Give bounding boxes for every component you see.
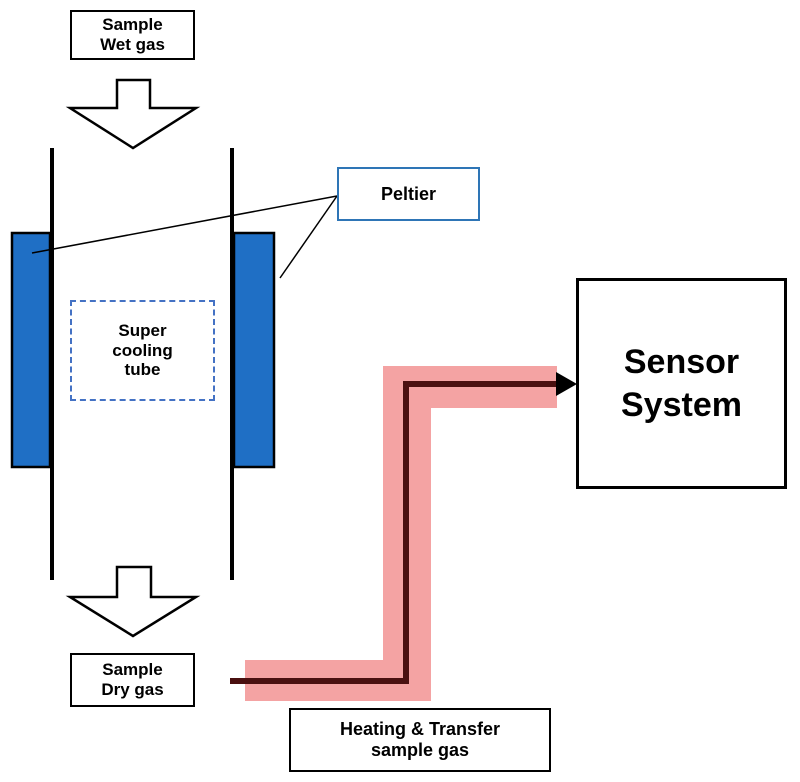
peltier-element-left	[10, 231, 52, 469]
sample-dry-gas-label: Sample Dry gas	[70, 653, 195, 707]
transfer-arrowhead-icon	[556, 372, 577, 396]
heating-label-line2: sample gas	[370, 740, 470, 760]
heating-glow	[245, 366, 557, 701]
wet-label-line1: Sample	[102, 15, 163, 35]
tube-label-line3: tube	[124, 360, 161, 380]
heating-label-line1: Heating & Transfer	[339, 719, 501, 740]
transfer-line	[230, 381, 558, 684]
dry-label-line1: Sample	[102, 660, 163, 680]
wet-label-line2: Wet gas	[100, 35, 165, 54]
dry-label-line2: Dry gas	[101, 680, 164, 699]
sample-wet-gas-label: Sample Wet gas	[70, 10, 195, 60]
tube-label-line2: cooling	[112, 340, 173, 360]
peltier-callout-line-left	[31, 195, 338, 254]
sensor-label-line2: System	[621, 385, 742, 424]
sensor-label-line1: Sensor	[623, 343, 740, 381]
inflow-arrow-icon	[65, 78, 201, 150]
super-cooling-tube-label: Super cooling tube	[70, 300, 215, 401]
peltier-element-right	[232, 231, 276, 469]
peltier-label: Peltier	[337, 167, 480, 221]
sensor-system-box: Sensor System	[576, 278, 787, 489]
peltier-callout-line-right	[279, 195, 338, 279]
outflow-arrow-icon	[65, 565, 201, 638]
heating-transfer-label: Heating & Transfer sample gas	[289, 708, 551, 772]
tube-label-line1: Super	[118, 321, 167, 341]
peltier-label-text: Peltier	[380, 183, 437, 204]
